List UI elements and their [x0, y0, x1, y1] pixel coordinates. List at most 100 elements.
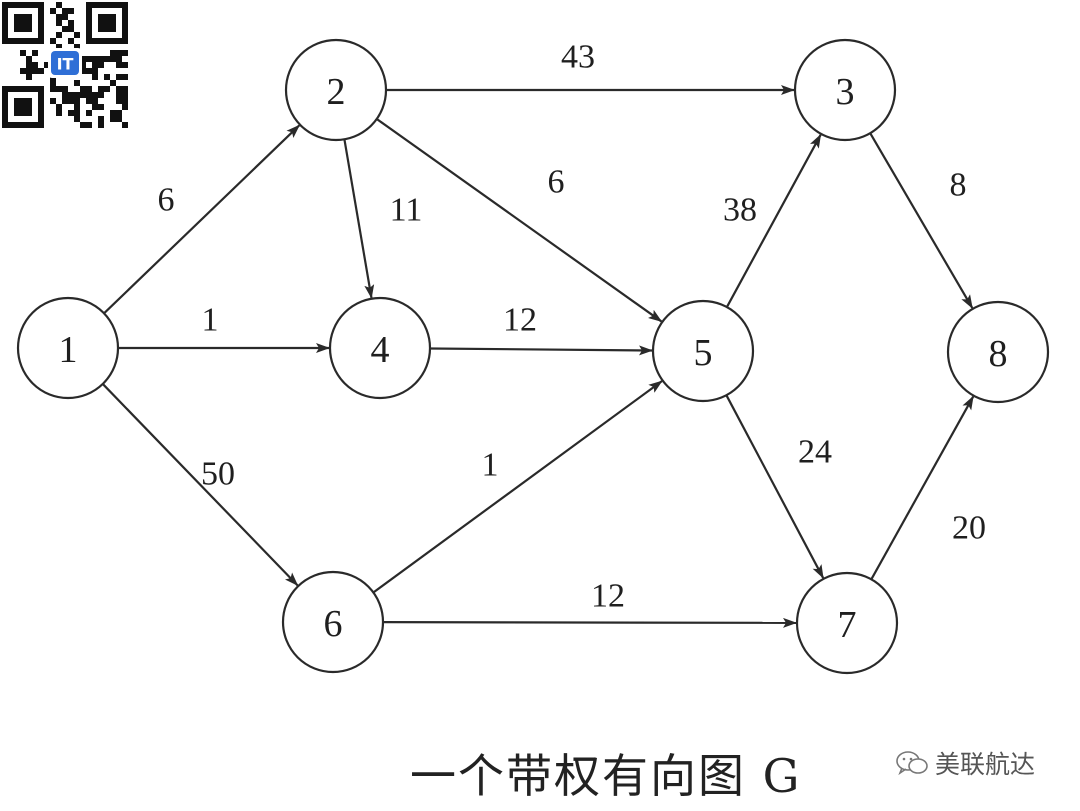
- qr-module: [110, 80, 116, 86]
- qr-module: [20, 68, 26, 74]
- qr-module: [116, 74, 122, 80]
- qr-module: [74, 110, 80, 116]
- qr-module: [74, 104, 80, 110]
- edge-2-to-4: [343, 139, 375, 299]
- qr-module: [26, 74, 32, 80]
- qr-module: [68, 26, 74, 32]
- qr-center-logo: IT: [48, 48, 82, 78]
- qr-module: [122, 62, 128, 68]
- node-1: [16, 296, 120, 400]
- edge-weight-1-to-6: 50: [201, 456, 235, 493]
- qr-code-icon: [2, 2, 128, 128]
- qr-module: [122, 122, 128, 128]
- edge-1-to-6: [101, 383, 299, 587]
- qr-module: [86, 86, 92, 92]
- node-5: [651, 299, 755, 403]
- qr-module: [38, 68, 44, 74]
- edge-5-to-3: [725, 133, 822, 308]
- qr-module: [92, 98, 98, 104]
- qr-module: [26, 68, 32, 74]
- qr-module: [104, 74, 110, 80]
- edge-2-to-5: [376, 118, 663, 323]
- qr-finder-pattern: [14, 98, 32, 116]
- qr-module: [86, 98, 92, 104]
- qr-module: [104, 86, 110, 92]
- qr-module: [92, 56, 98, 62]
- qr-module: [74, 92, 80, 98]
- edge-6-to-7: [382, 617, 798, 628]
- edge-weight-4-to-5: 12: [503, 302, 537, 339]
- qr-module: [86, 110, 92, 116]
- qr-module: [62, 14, 68, 20]
- edge-weight-5-to-3: 38: [723, 192, 757, 229]
- wechat-icon: [896, 751, 928, 776]
- node-8: [946, 300, 1050, 404]
- qr-module: [68, 92, 74, 98]
- qr-module: [98, 62, 104, 68]
- qr-module: [86, 92, 92, 98]
- qr-module: [62, 92, 68, 98]
- qr-module: [104, 56, 110, 62]
- qr-module: [92, 74, 98, 80]
- edge-weight-2-to-3: 43: [561, 39, 595, 76]
- qr-module: [26, 62, 32, 68]
- qr-module: [80, 68, 86, 74]
- qr-module: [92, 62, 98, 68]
- watermark: 美联航达: [895, 745, 1035, 781]
- qr-module: [68, 8, 74, 14]
- qr-module: [116, 98, 122, 104]
- node-label-4: 4: [371, 329, 390, 371]
- qr-module: [50, 86, 56, 92]
- edge-weight-2-to-4: 11: [390, 192, 423, 229]
- edge-weight-2-to-5: 6: [548, 164, 565, 201]
- qr-module: [62, 98, 68, 104]
- qr-module: [80, 92, 86, 98]
- qr-module: [92, 92, 98, 98]
- qr-module: [56, 110, 62, 116]
- node-7: [795, 571, 899, 675]
- qr-module: [68, 20, 74, 26]
- qr-module: [98, 86, 104, 92]
- node-3: [793, 38, 897, 142]
- qr-module: [56, 14, 62, 20]
- qr-module: [44, 62, 50, 68]
- qr-module: [56, 104, 62, 110]
- qr-module: [80, 122, 86, 128]
- node-6: [281, 570, 385, 674]
- qr-finder-pattern: [14, 14, 32, 32]
- qr-module: [56, 2, 62, 8]
- qr-module: [74, 98, 80, 104]
- qr-module: [116, 92, 122, 98]
- qr-module: [116, 116, 122, 122]
- edge-weight-5-to-7: 24: [798, 434, 832, 471]
- qr-module: [74, 80, 80, 86]
- qr-module: [80, 62, 86, 68]
- qr-module: [122, 104, 128, 110]
- qr-module: [26, 56, 32, 62]
- qr-module: [50, 98, 56, 104]
- qr-module: [32, 68, 38, 74]
- qr-module: [74, 116, 80, 122]
- node-2: [284, 38, 388, 142]
- qr-finder-pattern: [98, 14, 116, 32]
- qr-module: [62, 8, 68, 14]
- qr-module: [86, 68, 92, 74]
- qr-module: [86, 56, 92, 62]
- qr-module: [122, 92, 128, 98]
- edge-4-to-5: [429, 345, 654, 356]
- qr-module: [68, 38, 74, 44]
- edge-6-to-5: [372, 380, 663, 594]
- qr-module: [98, 116, 104, 122]
- edge-weight-6-to-5: 1: [482, 447, 499, 484]
- edge-weight-1-to-2: 6: [158, 182, 175, 219]
- node-label-8: 8: [989, 333, 1008, 375]
- qr-module: [56, 20, 62, 26]
- qr-module: [68, 110, 74, 116]
- graph-caption: 一个带权有向图 G: [410, 749, 802, 803]
- edge-weight-6-to-7: 12: [591, 578, 625, 615]
- qr-module: [74, 44, 80, 50]
- qr-module: [116, 56, 122, 62]
